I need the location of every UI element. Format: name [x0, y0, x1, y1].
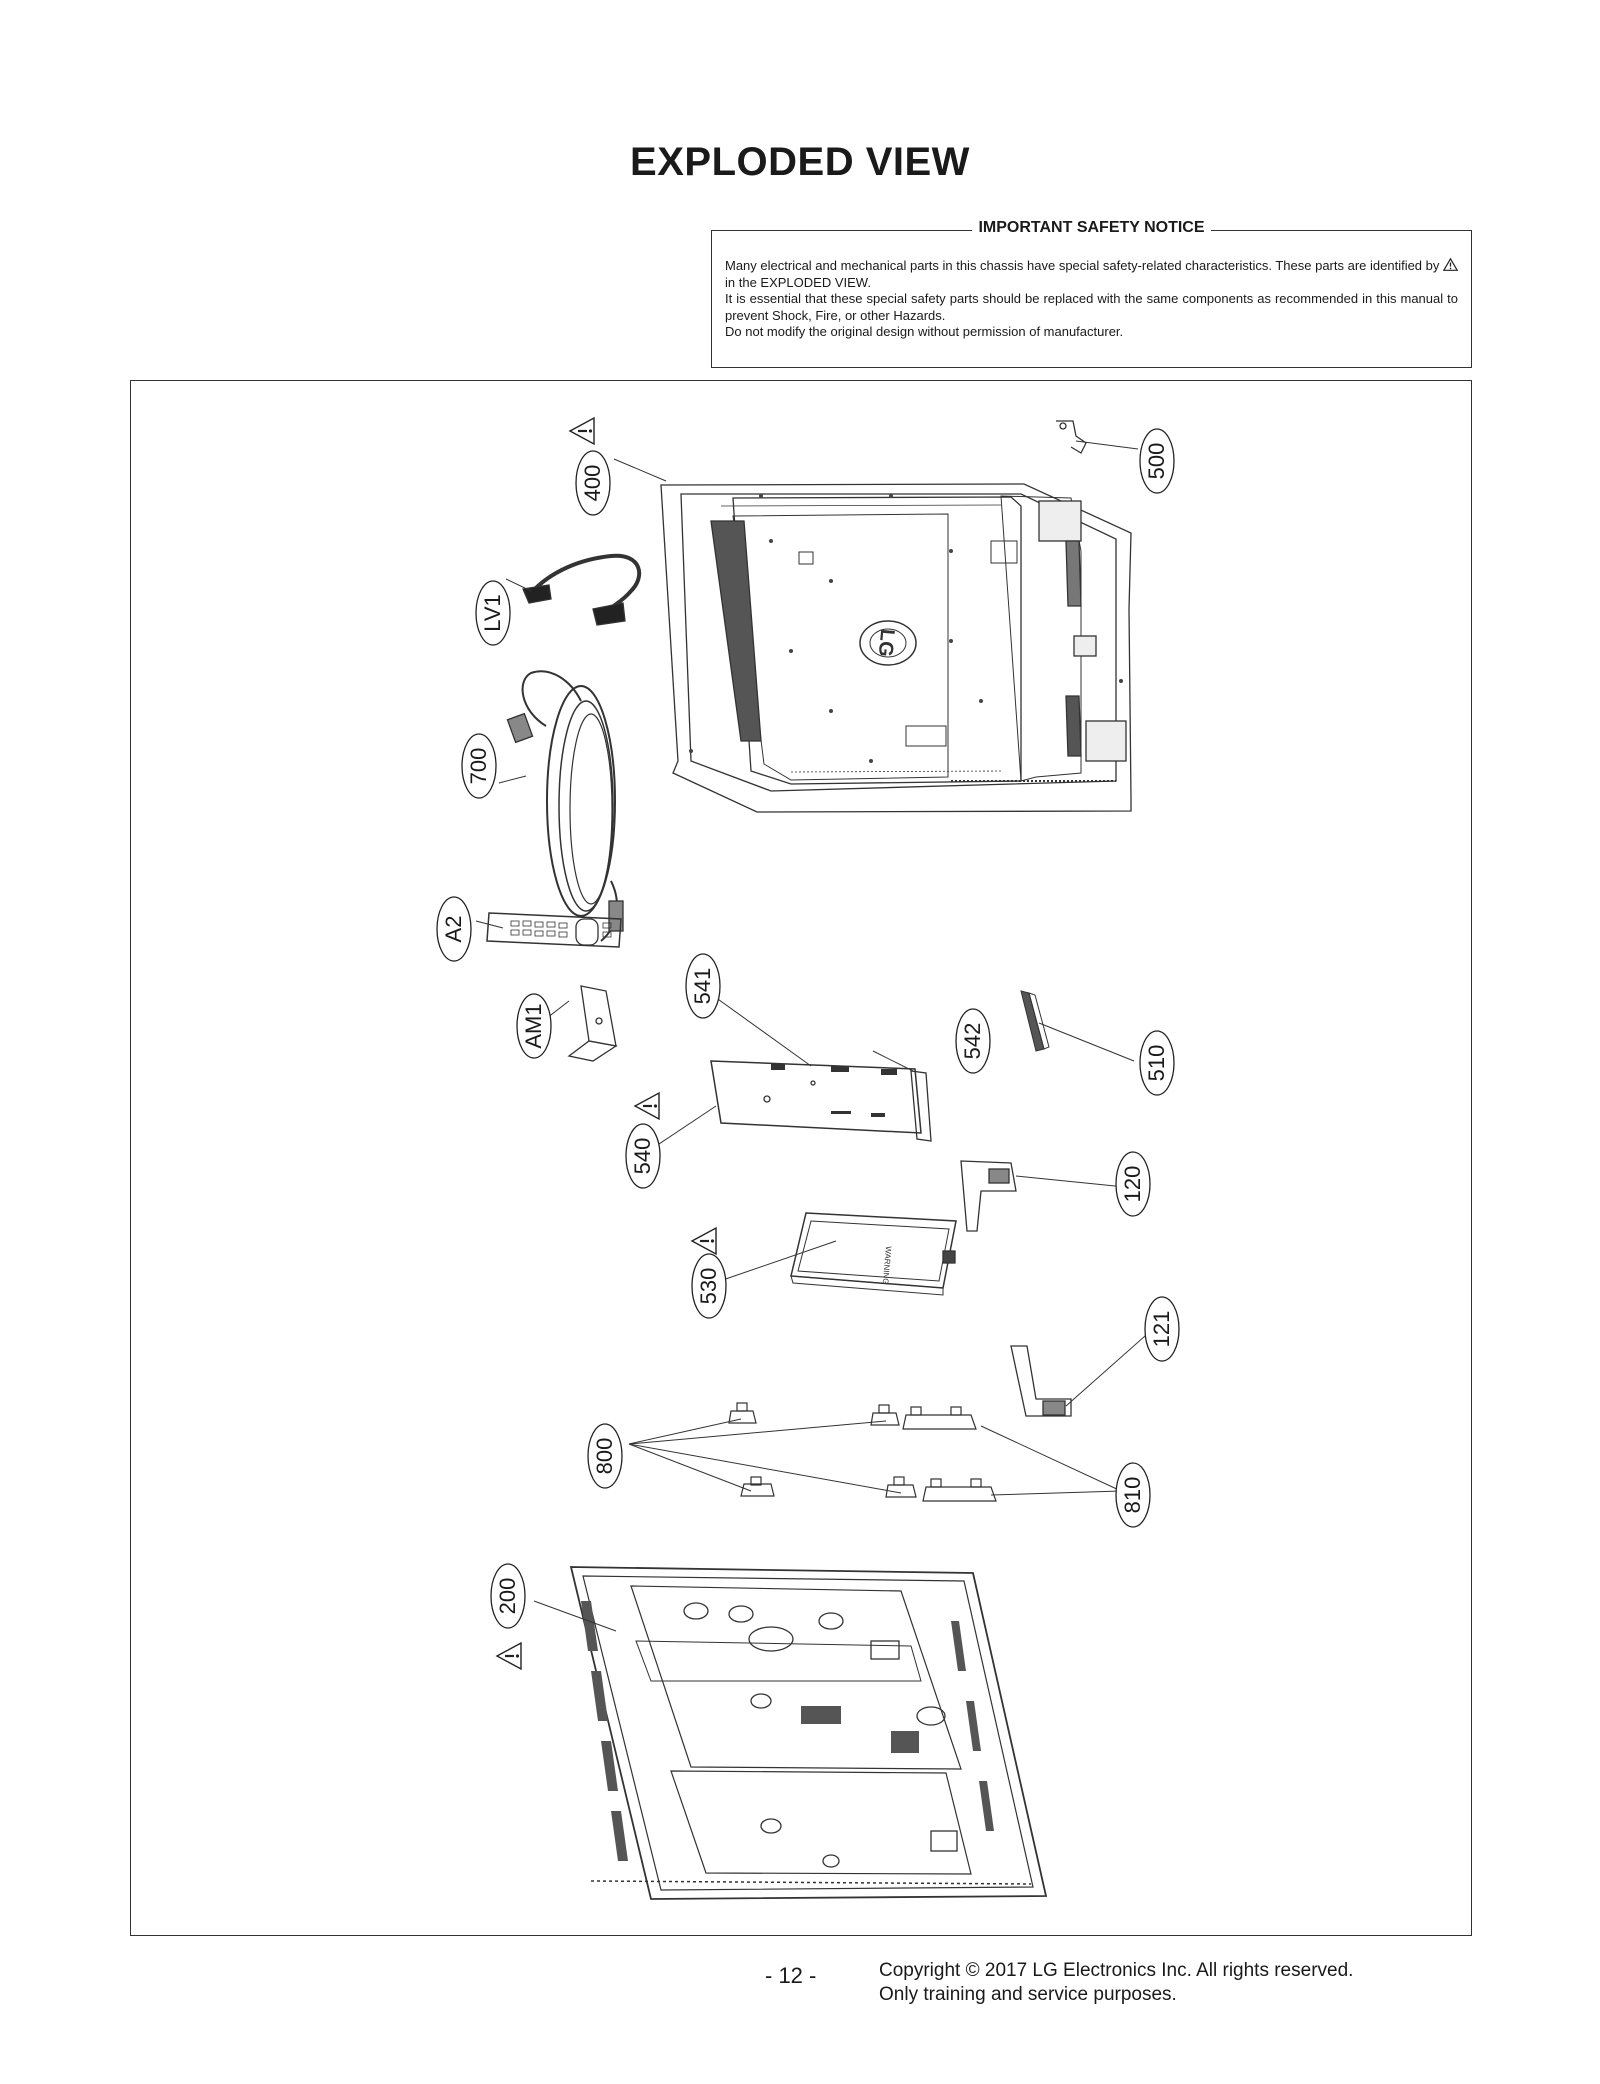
back-cover-part [660, 483, 1132, 813]
warning-triangle-icon [568, 416, 596, 446]
power-cord-part [506, 670, 624, 942]
warning-triangle-icon [690, 1226, 718, 1256]
callout-400: 400 [580, 465, 605, 502]
speaker-bracket-left [1010, 1345, 1072, 1417]
page-number: - 12 - [765, 1963, 817, 1988]
usage-line: Only training and service purposes. [879, 1984, 1177, 2005]
page-title: EXPLODED VIEW [630, 140, 970, 184]
notice-line3: Do not modify the original design withou… [725, 324, 1124, 339]
warning-triangle-icon [495, 1641, 523, 1671]
warning-triangle-icon [1443, 258, 1459, 271]
callout-540: 540 [630, 1138, 655, 1175]
key-board-part [1020, 990, 1050, 1052]
callout-lv1: LV1 [480, 594, 505, 632]
notice-line1-tail: in the EXPLODED VIEW. [725, 274, 871, 290]
speaker-bracket-right [960, 1160, 1017, 1232]
lvds-cable-part [522, 553, 642, 626]
small-bracket-part [1056, 420, 1087, 454]
safety-notice-text: Many electrical and mechanical parts in … [725, 258, 1459, 341]
warning-triangle-icon [633, 1091, 661, 1121]
callout-541: 541 [690, 968, 715, 1005]
callout-542: 542 [960, 1023, 985, 1060]
mounting-brackets-part [728, 1402, 997, 1502]
safety-notice-heading: IMPORTANT SAFETY NOTICE [972, 219, 1211, 236]
callout-810: 810 [1120, 1477, 1145, 1514]
copyright-notice: Copyright © 2017 LG Electronics Inc. All… [879, 1959, 1353, 2007]
callout-a2: A2 [441, 916, 466, 943]
callout-120: 120 [1120, 1166, 1145, 1203]
callout-700: 700 [466, 748, 491, 785]
callout-800: 800 [592, 1438, 617, 1475]
main-frame-part [569, 1566, 1048, 1900]
main-board-part [710, 1060, 932, 1142]
notice-line1: Many electrical and mechanical parts in … [725, 258, 1440, 273]
svg-text:WARNING: WARNING [881, 1246, 893, 1285]
callout-am1: AM1 [521, 1003, 546, 1048]
lg-logo: LG [874, 628, 898, 658]
exploded-view-diagram: WARNING [130, 380, 1472, 1936]
bracket-part [567, 985, 618, 1062]
callout-200: 200 [495, 1578, 520, 1615]
remote-control-part [486, 912, 622, 948]
callout-510: 510 [1144, 1045, 1169, 1082]
callout-121: 121 [1149, 1311, 1174, 1348]
leader-lines [475, 440, 1146, 1632]
notice-line2: It is essential that these special safet… [725, 291, 1458, 323]
exploded-view-drawing: WARNING [436, 416, 1180, 1900]
power-board-part: WARNING [790, 1212, 957, 1296]
callout-500: 500 [1144, 443, 1169, 480]
callout-530: 530 [696, 1268, 721, 1305]
copyright-line: Copyright © 2017 LG Electronics Inc. All… [879, 1960, 1354, 1981]
safety-notice-box: IMPORTANT SAFETY NOTICE Many electrical … [711, 219, 1472, 368]
